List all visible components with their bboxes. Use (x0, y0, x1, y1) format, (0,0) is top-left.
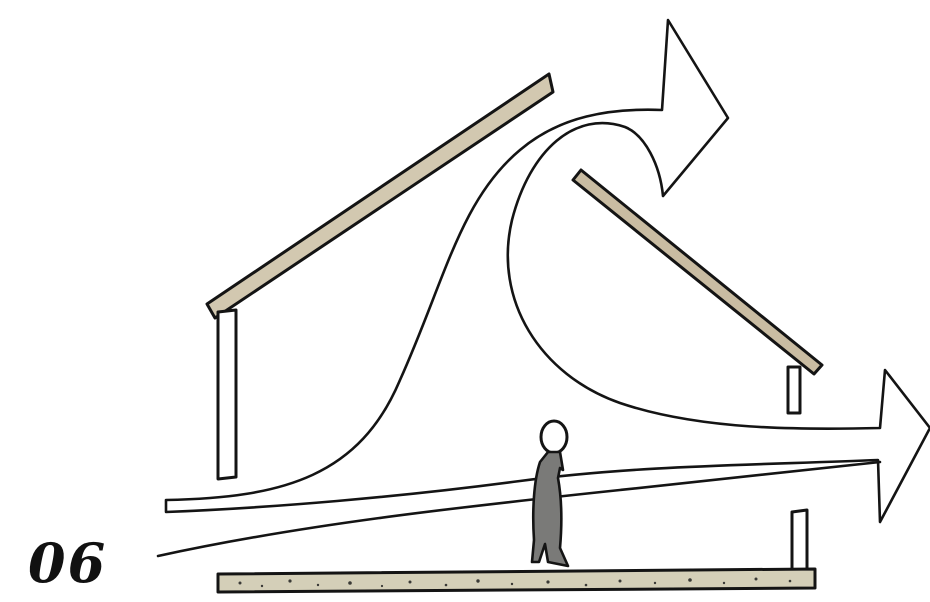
right-lower-post (792, 510, 807, 571)
right-upper-post (788, 367, 800, 413)
right-roof-plank (573, 170, 822, 374)
figure-number: 06 (28, 536, 107, 590)
left-wall-post (218, 310, 236, 479)
person-figure (532, 421, 568, 566)
lower-airflow-line (158, 462, 880, 556)
floor-slab (218, 569, 815, 592)
left-roof-plank (207, 74, 553, 318)
